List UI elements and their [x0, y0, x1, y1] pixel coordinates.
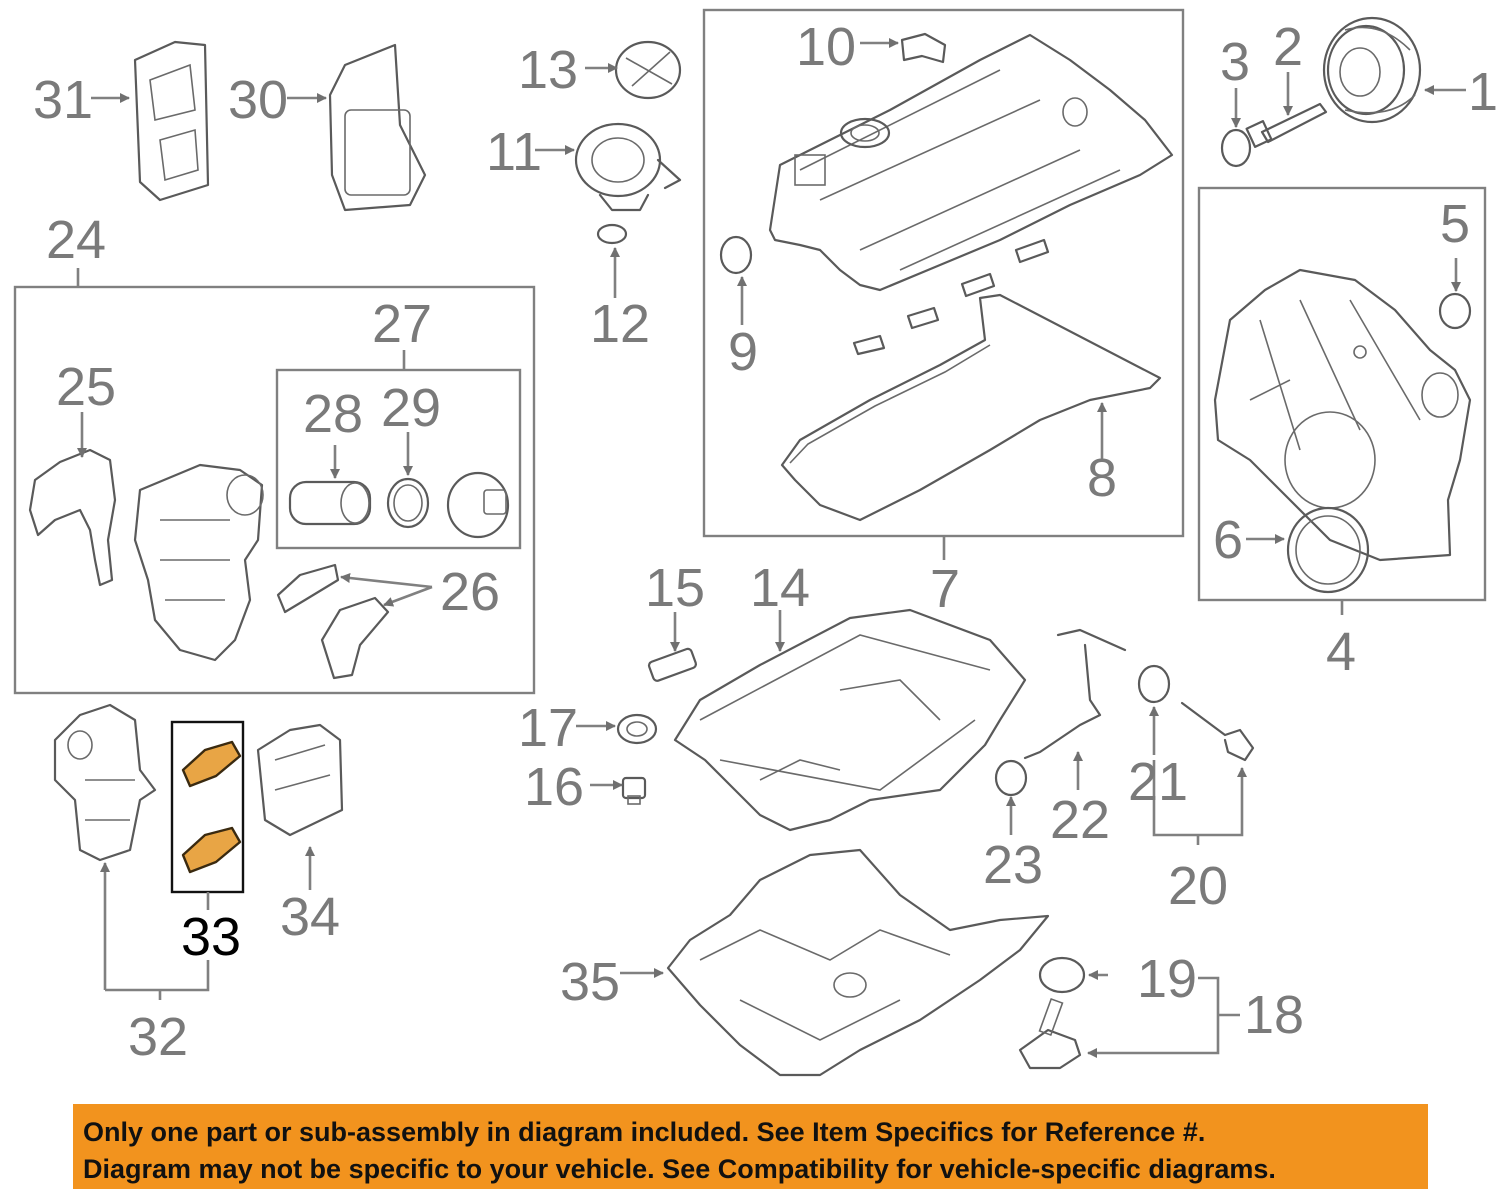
callout-35: 35: [560, 952, 620, 1012]
callout-17: 17: [518, 698, 578, 758]
callout-6: 6: [1213, 510, 1243, 570]
sensor-part-15: [647, 647, 698, 682]
callout-15: 15: [645, 558, 705, 618]
callout-26: 26: [440, 562, 500, 622]
callout-8: 8: [1087, 448, 1117, 508]
oring-part-12: [596, 223, 628, 245]
leader-lines: [76, 38, 1466, 1058]
callout-28: 28: [303, 384, 363, 444]
plug-part-3: [1220, 128, 1252, 168]
group-box-27: [275, 368, 522, 550]
gasket-part-33-upper: [181, 740, 242, 788]
callout-20: 20: [1168, 856, 1228, 916]
gasket-part-25: [28, 448, 117, 587]
oring-part-29: [386, 477, 430, 529]
callout-22: 22: [1050, 790, 1110, 850]
filler-cap-part-13: [614, 40, 682, 100]
callout-3: 3: [1220, 32, 1250, 92]
callout-16: 16: [524, 757, 584, 817]
callout-5: 5: [1440, 194, 1470, 254]
callout-29: 29: [381, 378, 441, 438]
gaskets-part-26: [276, 563, 390, 680]
oring-part-23: [994, 759, 1028, 797]
callout-14: 14: [750, 558, 810, 618]
callout-24: 24: [46, 210, 106, 270]
oring-part-9: [719, 235, 753, 275]
callout-33-highlighted: 33: [181, 907, 241, 967]
callout-11: 11: [486, 122, 542, 182]
gasket-part-8: [780, 293, 1162, 522]
callout-12: 12: [590, 294, 650, 354]
housing-part-32: [53, 703, 157, 862]
oil-pan-part-14: [673, 608, 1027, 832]
engine-parts-diagram: 1 2 3 4 5 6 7 8 9 10 11 12 13 14 15 16 1…: [13, 8, 1498, 1077]
bolt-part-2: [1245, 102, 1328, 148]
callout-13: 13: [518, 40, 578, 100]
seal-part-5: [1438, 292, 1472, 330]
callout-25: 25: [56, 357, 116, 417]
pulley-part-1: [1322, 16, 1422, 124]
callout-9: 9: [728, 322, 758, 382]
filter-cap-part: [446, 471, 510, 539]
cooler-part-34: [256, 723, 344, 837]
group-box-24: [13, 285, 536, 695]
callout-1: 1: [1468, 62, 1498, 122]
cap-part-11: [574, 122, 682, 212]
callout-30: 30: [228, 70, 288, 130]
disclaimer-line-2: Diagram may not be specific to your vehi…: [83, 1154, 1276, 1184]
gasket-part-31: [133, 40, 210, 202]
plug-part-16: [621, 776, 647, 805]
callout-27: 27: [372, 294, 432, 354]
filter-part-28: [288, 480, 372, 526]
callout-21: 21: [1128, 752, 1188, 812]
callout-4: 4: [1326, 622, 1356, 682]
housing-part: [133, 463, 264, 662]
callout-23: 23: [983, 835, 1043, 895]
oil-pan-part-35: [666, 848, 1050, 1077]
seals-valve-cover: [852, 238, 1050, 356]
seal-part-10: [900, 32, 947, 64]
disclaimer-line-1: Only one part or sub-assembly in diagram…: [83, 1117, 1206, 1147]
callout-18: 18: [1244, 985, 1304, 1045]
callout-34: 34: [280, 887, 340, 947]
callout-7: 7: [930, 559, 960, 619]
cover-part-30: [328, 43, 427, 212]
callout-31: 31: [33, 70, 93, 130]
washer-part-17: [616, 713, 658, 745]
dipstick-part-20: [1180, 701, 1255, 762]
seal-part-6: [1286, 506, 1370, 594]
dipstick-tube-part-22: [1023, 628, 1127, 760]
callout-19: 19: [1137, 949, 1197, 1009]
gasket-part-33-lower: [181, 826, 242, 874]
callout-10: 10: [796, 17, 856, 77]
front-cover-part-4: [1213, 268, 1472, 562]
oring-part-21: [1137, 664, 1171, 704]
disclaimer-banner: Only one part or sub-assembly in diagram…: [73, 1104, 1428, 1189]
oring-part-19: [1038, 956, 1086, 994]
callout-32: 32: [128, 1007, 188, 1067]
sensor-part-18: [1018, 997, 1082, 1070]
valve-cover-part-7: [768, 33, 1174, 292]
callout-2: 2: [1273, 17, 1303, 77]
